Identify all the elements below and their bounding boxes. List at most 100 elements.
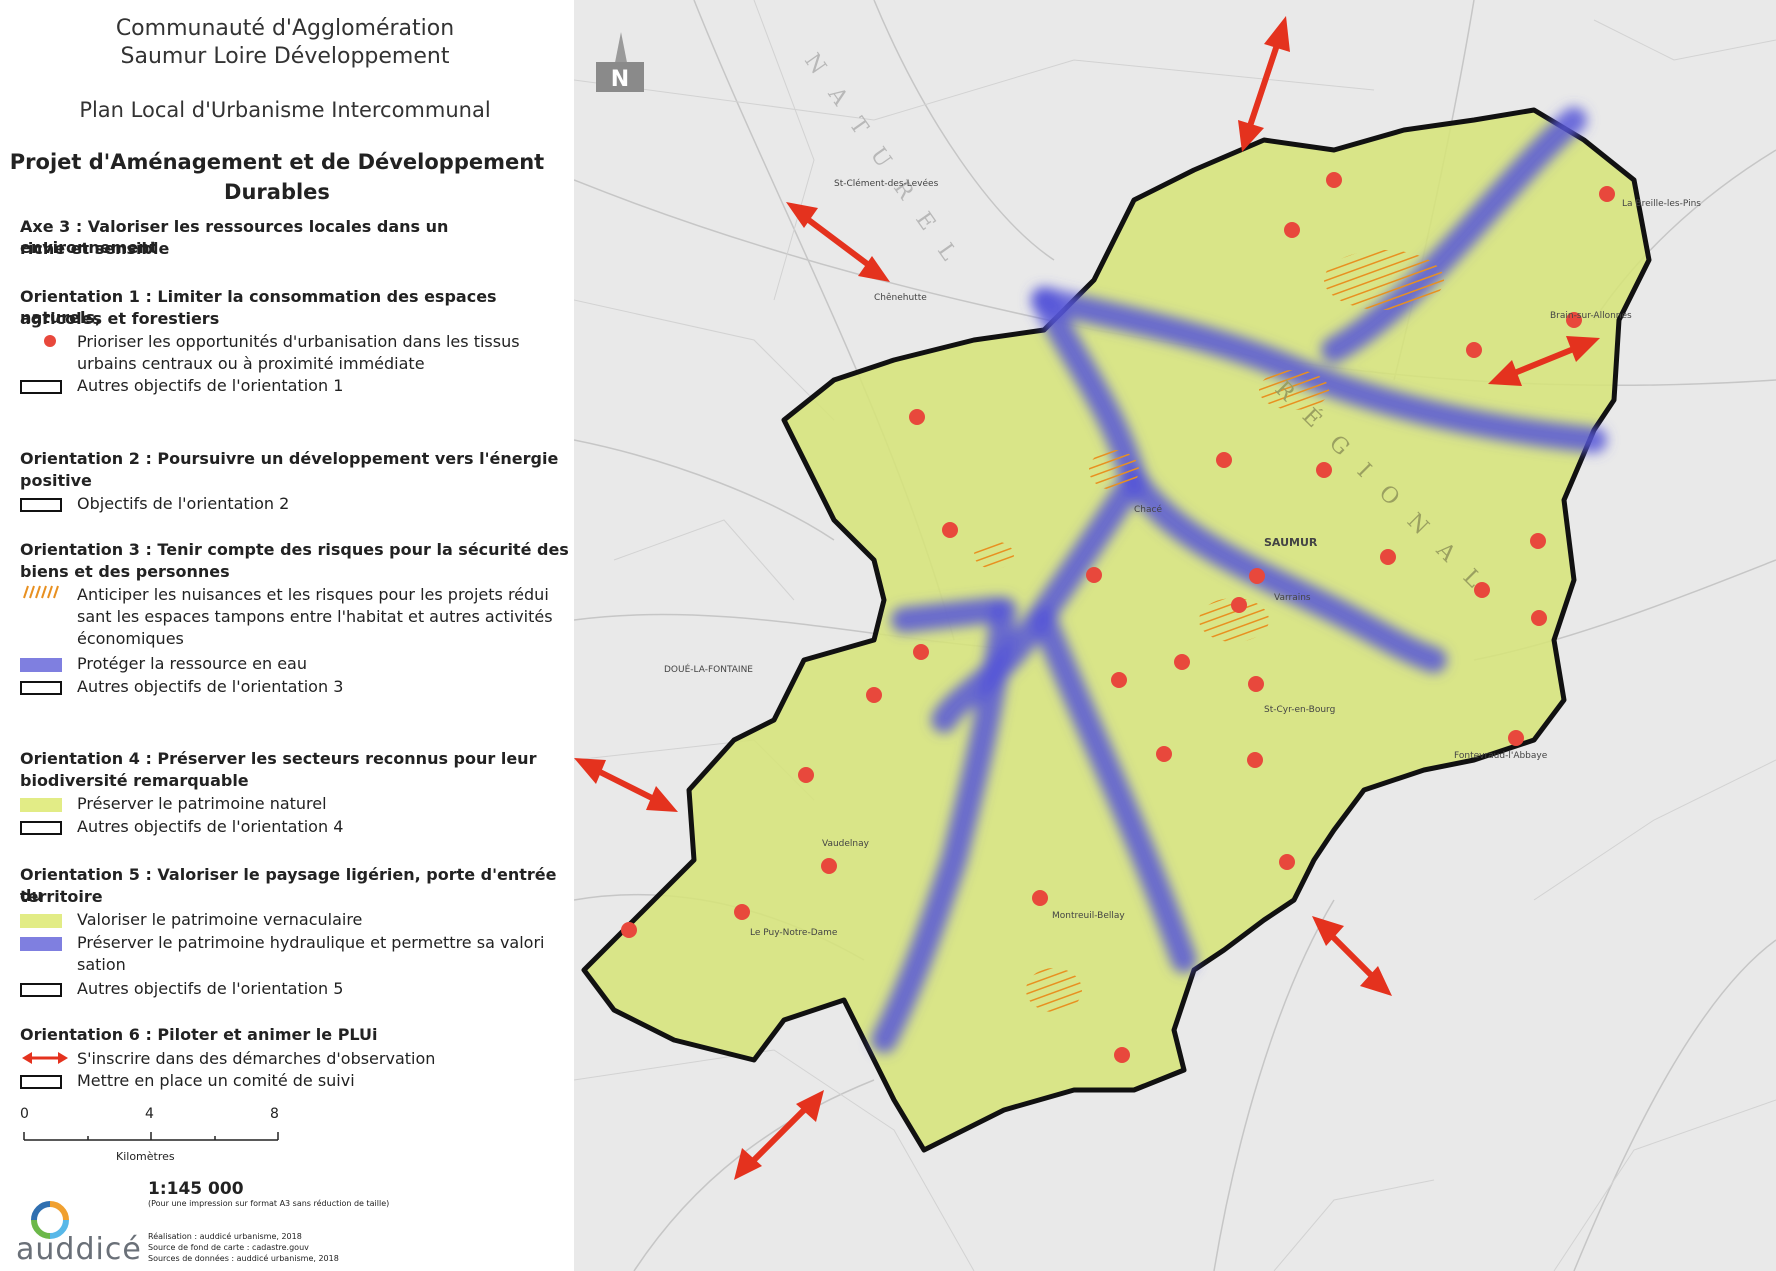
orientation-1-item-1-line-1: Prioriser les opportunités d'urbanisatio…: [77, 332, 520, 351]
territory-boundary[interactable]: [581, 107, 1652, 1153]
observation-arrow[interactable]: [734, 1090, 824, 1180]
urban-dot[interactable]: [866, 687, 882, 703]
place-label: St-Cyr-en-Bourg: [1264, 705, 1335, 715]
water-corridor-south[interactable]: [1031, 607, 1197, 973]
urban-dot[interactable]: [1086, 567, 1102, 583]
urban-dot[interactable]: [1249, 568, 1265, 584]
nuisance-area: [974, 541, 1014, 569]
urban-dot[interactable]: [821, 858, 837, 874]
urban-dot[interactable]: [734, 904, 750, 920]
urban-dot[interactable]: [1530, 533, 1546, 549]
water-corridors[interactable]: [871, 107, 1607, 1053]
credit-line-2: Source de fond de carte : cadastre.gouv: [148, 1243, 309, 1252]
orientation-4-title-line-1: Orientation 4 : Préserver les secteurs r…: [20, 749, 537, 768]
outline-swatch: [20, 498, 62, 512]
urban-dot[interactable]: [1032, 890, 1048, 906]
orientation-4-title-line-2: biodiversité remarquable: [20, 771, 249, 790]
nuisance-area: [1089, 450, 1139, 490]
double-arrow-icon: [22, 1052, 68, 1064]
urban-dot-swatch: [44, 335, 56, 347]
urban-dots[interactable]: [621, 172, 1615, 1063]
urban-dot[interactable]: [1248, 676, 1264, 692]
observation-arrow[interactable]: [574, 758, 678, 812]
observation-arrow[interactable]: [1312, 916, 1392, 996]
urban-dot[interactable]: [1247, 752, 1263, 768]
urban-dot[interactable]: [1174, 654, 1190, 670]
urban-dot[interactable]: [1380, 549, 1396, 565]
outline-swatch: [20, 681, 62, 695]
place-label: Chênehutte: [874, 292, 927, 303]
plan-title: Plan Local d'Urbanisme Intercommunal: [79, 98, 491, 122]
outline-swatch: [20, 983, 62, 997]
urban-dot[interactable]: [913, 644, 929, 660]
urban-dot[interactable]: [1114, 1047, 1130, 1063]
place-label: SAUMUR: [1264, 536, 1318, 549]
orientation-5-item-2-line-2: sation: [77, 955, 126, 974]
header-line-2: Saumur Loire Développement: [120, 44, 450, 69]
orientation-2-title-line-1: Orientation 2 : Poursuivre un développem…: [20, 449, 559, 468]
scale-label-0: 0: [20, 1106, 29, 1122]
orientation-6-title: Orientation 6 : Piloter et animer le PLU…: [20, 1025, 378, 1044]
urban-dot[interactable]: [1531, 610, 1547, 626]
urban-dot[interactable]: [798, 767, 814, 783]
scale-label-8: 8: [270, 1106, 279, 1122]
project-title-line-2: Durables: [224, 180, 330, 204]
outline-swatch: [20, 821, 62, 835]
observation-arrow[interactable]: [786, 202, 890, 282]
orientation-3-title-line-2: biens et des personnes: [20, 562, 230, 581]
place-label: St-Clément-des-Levées: [834, 178, 939, 189]
urban-dot[interactable]: [1466, 342, 1482, 358]
urban-dot[interactable]: [1508, 730, 1524, 746]
place-label: Le Puy-Notre-Dame: [750, 928, 838, 938]
water-corridor-west[interactable]: [891, 597, 1007, 633]
water-swatch: [20, 658, 62, 672]
green-swatch: [20, 914, 62, 928]
nuisance-area: [1324, 250, 1444, 310]
orientation-1-item-1-line-2: urbains centraux ou à proximité immédiat…: [77, 354, 425, 373]
orientation-5-item-2-line-1: Préserver le patrimoine hydraulique et p…: [77, 933, 545, 952]
orientation-5-title-line-1: Orientation 5 : Valoriser le paysage lig…: [20, 865, 557, 905]
urban-dot[interactable]: [1284, 222, 1300, 238]
urban-dot[interactable]: [1279, 854, 1295, 870]
urban-dot[interactable]: [1566, 312, 1582, 328]
orientation-5-item-1: Valoriser le patrimoine vernaculaire: [77, 910, 363, 929]
observation-arrow[interactable]: [1238, 16, 1290, 152]
urban-dot[interactable]: [942, 522, 958, 538]
orientation-6-item-1: S'inscrire dans des démarches d'observat…: [77, 1049, 436, 1068]
nuisance-area: [1259, 370, 1329, 410]
orientation-3-title-line-1: Orientation 3 : Tenir compte des risques…: [20, 540, 569, 559]
orientation-1-item-2: Autres objectifs de l'orientation 1: [77, 376, 344, 395]
orientation-6-item-2: Mettre en place un comité de suivi: [77, 1071, 355, 1090]
scale-bar: [23, 1132, 279, 1141]
water-corridor-thouet-east[interactable]: [1031, 287, 1447, 673]
north-arrow-icon: N: [596, 32, 644, 92]
urban-dot[interactable]: [1474, 582, 1490, 598]
scale-unit: Kilomètres: [116, 1150, 175, 1163]
scale-ratio: 1:145 000: [148, 1179, 244, 1199]
urban-dot[interactable]: [1156, 746, 1172, 762]
urban-dot[interactable]: [1599, 186, 1615, 202]
urban-dot[interactable]: [1231, 597, 1247, 613]
urban-dot[interactable]: [1316, 462, 1332, 478]
map-panel[interactable]: N NATUREL RÉGIONAL SAUMUR DOUÉ-LA-FONTAI…: [574, 0, 1776, 1271]
urban-dot[interactable]: [1216, 452, 1232, 468]
water-swatch: [20, 937, 62, 951]
credit-line-3: Sources de données : auddicé urbanisme, …: [148, 1254, 339, 1263]
orientation-3-item-3: Autres objectifs de l'orientation 3: [77, 677, 344, 696]
scale-note: (Pour une impression sur format A3 sans …: [148, 1199, 390, 1208]
observation-arrows[interactable]: [574, 16, 1600, 1180]
place-label: Vaudelnay: [822, 839, 870, 849]
urban-dot[interactable]: [1111, 672, 1127, 688]
credit-line-1: Réalisation : auddicé urbanisme, 2018: [148, 1232, 302, 1241]
urban-dot[interactable]: [1326, 172, 1342, 188]
observation-arrow[interactable]: [1488, 336, 1600, 386]
place-label: Brain-sur-Allonnes: [1550, 311, 1632, 321]
water-corridor-thouet-center[interactable]: [931, 467, 1147, 733]
water-corridor-authion[interactable]: [1321, 107, 1587, 363]
scale-label-4: 4: [145, 1106, 154, 1122]
urban-dot[interactable]: [909, 409, 925, 425]
water-corridor-dive[interactable]: [871, 597, 1017, 1053]
map-canvas[interactable]: N NATUREL RÉGIONAL SAUMUR DOUÉ-LA-FONTAI…: [574, 0, 1776, 1271]
orientation-2-item-1: Objectifs de l'orientation 2: [77, 494, 290, 513]
urban-dot[interactable]: [621, 922, 637, 938]
